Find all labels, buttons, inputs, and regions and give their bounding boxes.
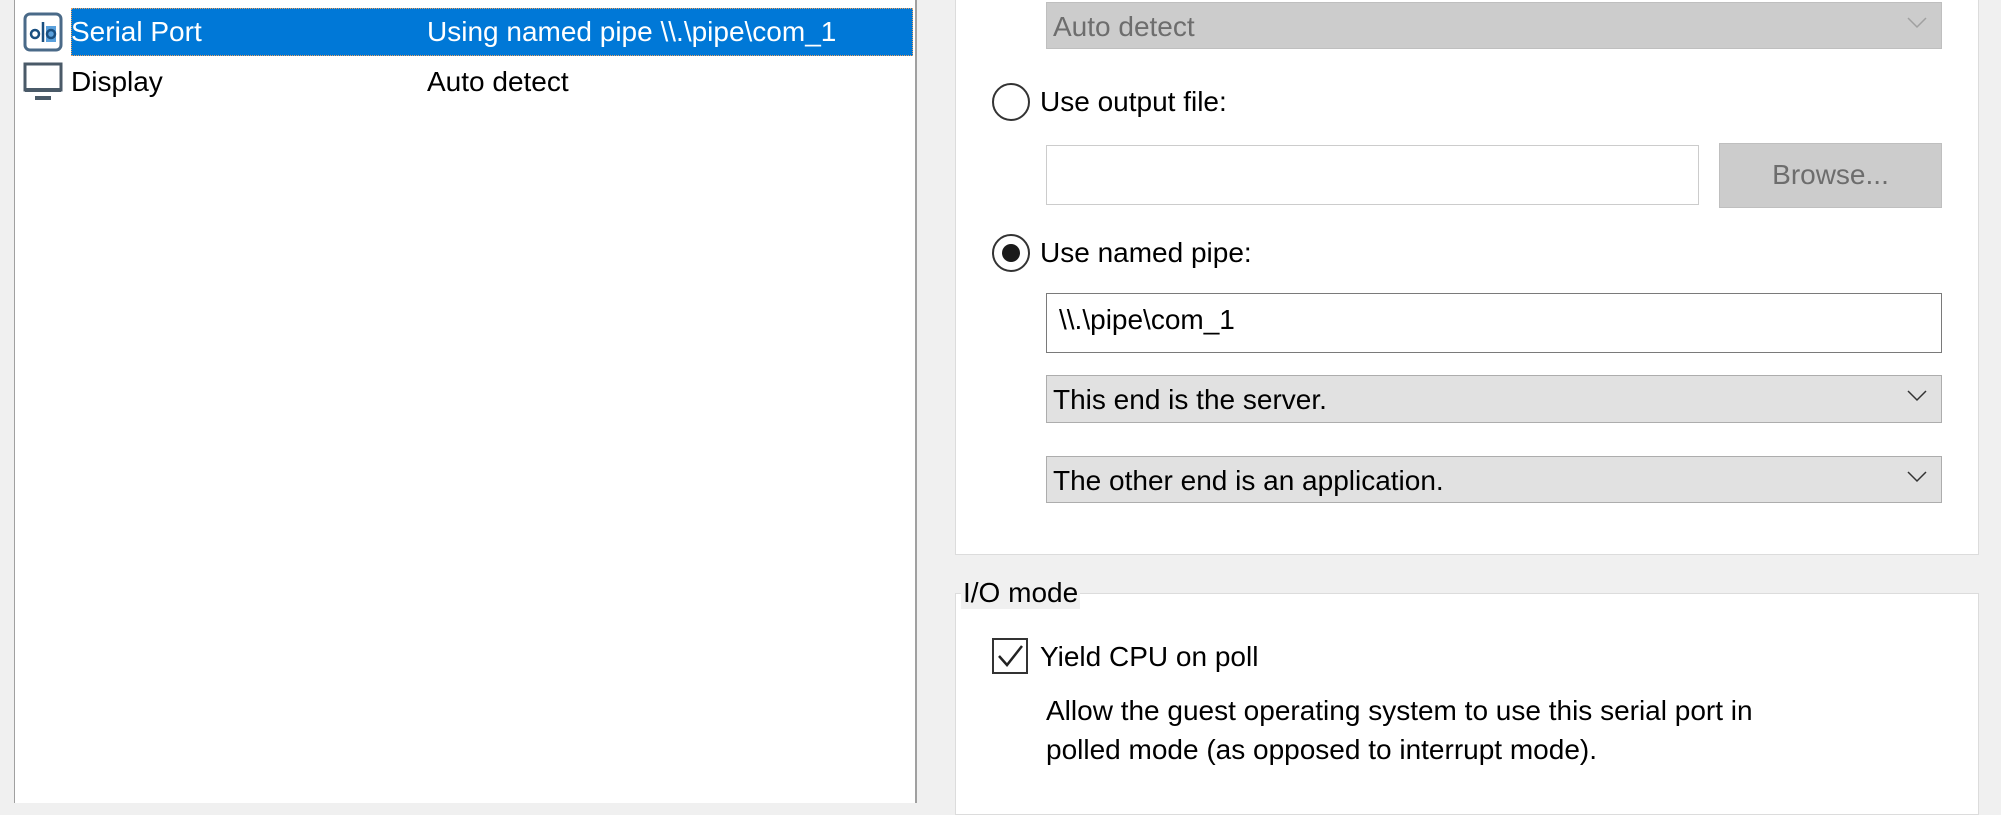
device-summary: Using named pipe \\.\pipe\com_1	[427, 16, 837, 47]
io-mode-group	[955, 593, 1979, 815]
radio-selected-dot	[1002, 244, 1020, 262]
serial-port-icon	[23, 12, 63, 52]
io-mode-description: Allow the guest operating system to use …	[1046, 695, 1753, 726]
selection-highlight	[71, 8, 913, 56]
output-file-label: Use output file:	[1040, 86, 1227, 117]
dropdown-value: This end is the server.	[1053, 384, 1327, 415]
other-end-dropdown[interactable]: The other end is an application.	[1046, 456, 1942, 503]
io-mode-description: polled mode (as opposed to interrupt mod…	[1046, 734, 1597, 765]
chevron-down-icon	[1907, 471, 1927, 483]
io-mode-legend: I/O mode	[961, 577, 1081, 609]
dropdown-value: Auto detect	[1053, 11, 1195, 42]
this-end-dropdown[interactable]: This end is the server.	[1046, 375, 1942, 423]
list-item-partial[interactable]	[15, 0, 915, 2]
monitor-icon	[23, 62, 63, 100]
named-pipe-radio[interactable]	[992, 234, 1030, 272]
physical-port-dropdown[interactable]: Auto detect	[1046, 2, 1942, 49]
output-file-input[interactable]	[1046, 145, 1699, 205]
chevron-down-icon	[1907, 17, 1927, 29]
named-pipe-input[interactable]: \\.\pipe\com_1	[1046, 293, 1942, 353]
output-file-radio[interactable]	[992, 83, 1030, 121]
yield-cpu-label: Yield CPU on poll	[1040, 641, 1259, 672]
named-pipe-label: Use named pipe:	[1040, 237, 1252, 268]
device-summary: Auto detect	[427, 66, 569, 97]
list-item-serial-port[interactable]: Serial Port Using named pipe \\.\pipe\co…	[15, 8, 915, 56]
dropdown-value: The other end is an application.	[1053, 465, 1444, 496]
checkmark-icon	[998, 645, 1023, 667]
device-name: Display	[71, 66, 163, 97]
device-name: Serial Port	[71, 16, 202, 47]
hardware-device-list[interactable]: Serial Port Using named pipe \\.\pipe\co…	[14, 0, 917, 803]
yield-cpu-checkbox[interactable]	[992, 638, 1028, 674]
browse-button[interactable]: Browse...	[1719, 143, 1942, 208]
input-value: \\.\pipe\com_1	[1059, 304, 1235, 335]
list-item-display[interactable]: Display Auto detect	[15, 58, 915, 106]
chevron-down-icon	[1907, 390, 1927, 402]
